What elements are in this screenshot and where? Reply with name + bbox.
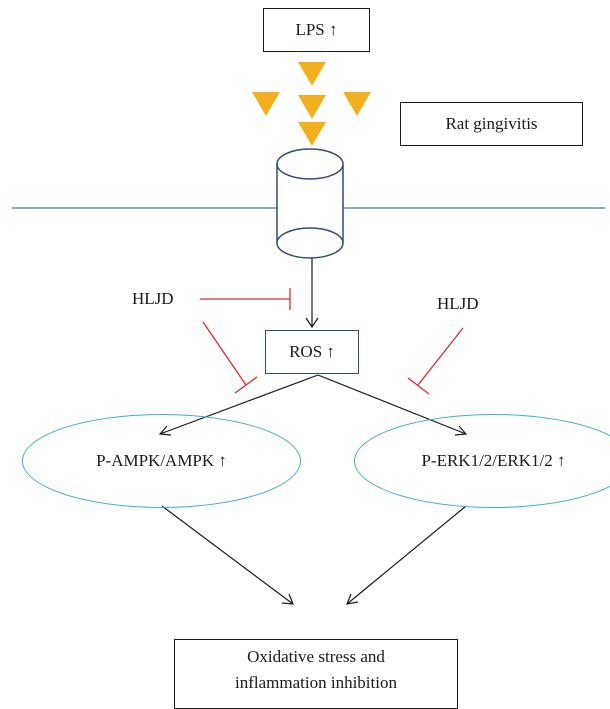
ligand-triangle: [298, 122, 326, 146]
erk-label: P-ERK1/2/ERK1/2 ↑: [421, 451, 566, 470]
outcome-line-2: inflammation inhibition: [235, 672, 397, 692]
outcome-box: Oxidative stress and inflammation inhibi…: [174, 639, 458, 709]
ros-label: ROS ↑: [289, 342, 335, 362]
ligand-triangle: [298, 95, 326, 119]
rat-gingivitis-box: Rat gingivitis: [400, 102, 583, 146]
outcome-line-1: Oxidative stress and: [247, 647, 385, 666]
rat-gingivitis-label: Rat gingivitis: [445, 114, 538, 134]
inhibition-hljd-left-branch: [202, 321, 258, 394]
lps-box: LPS ↑: [263, 8, 370, 52]
inhibition-hljd-right-branch: [407, 327, 464, 395]
ampk-ellipse: P-AMPK/AMPK ↑: [22, 414, 301, 508]
ligand-triangle: [343, 92, 371, 116]
arrow-erk-to-outcome: [346, 505, 467, 605]
inhibition-hljd-horizontal: [200, 288, 291, 310]
ligand-triangle: [252, 92, 280, 116]
ampk-label: P-AMPK/AMPK ↑: [96, 451, 227, 470]
ros-box: ROS ↑: [265, 330, 359, 374]
hljd-right-label: HLJD: [437, 294, 479, 313]
arrow-ampk-to-outcome: [161, 505, 294, 605]
hljd-left-label: HLJD: [132, 289, 174, 308]
arrow-receptor-to-ros: [305, 258, 319, 329]
ligand-triangle: [298, 62, 326, 86]
lps-label: LPS ↑: [295, 20, 338, 40]
receptor-channel-icon: [276, 148, 344, 259]
erk-ellipse: P-ERK1/2/ERK1/2 ↑: [354, 414, 610, 508]
